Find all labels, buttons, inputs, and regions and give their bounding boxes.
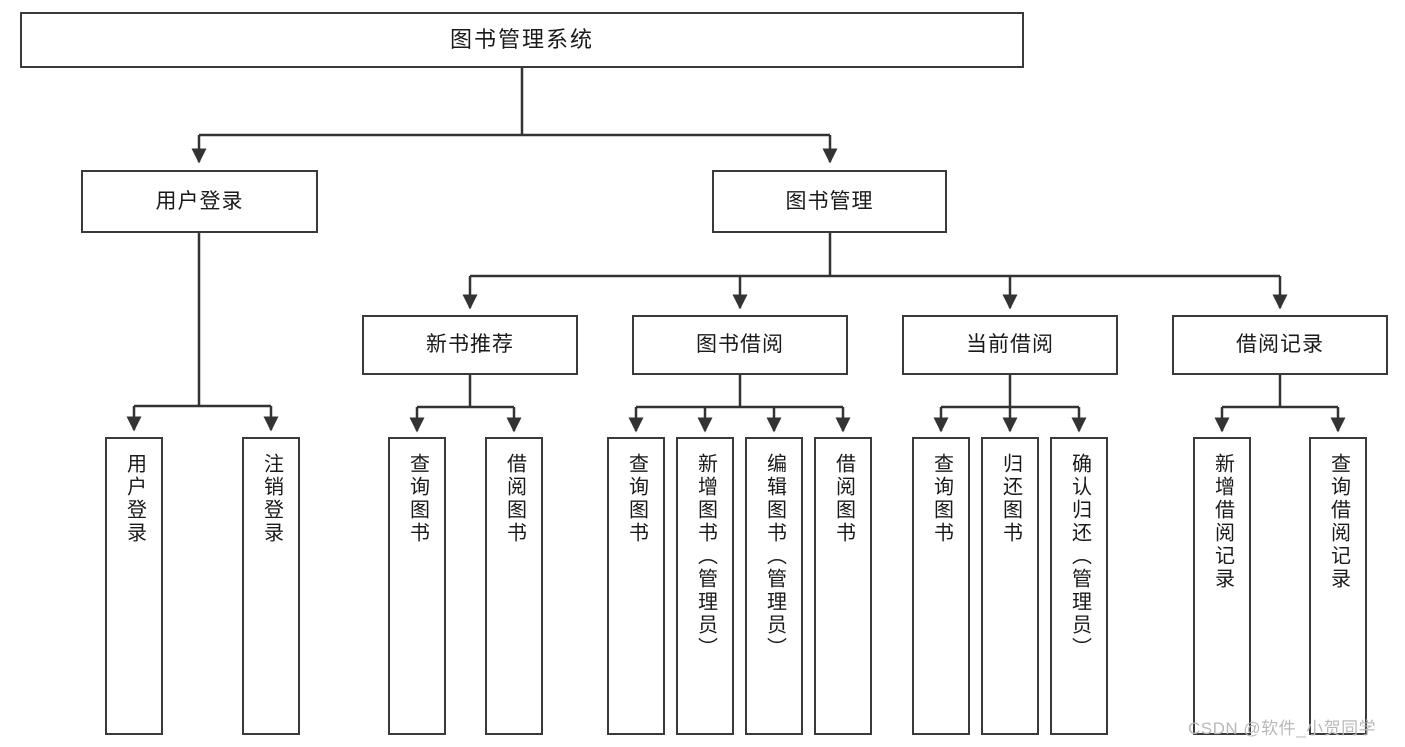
node-leaf-edit-book-admin[interactable]: 编辑图书（管理员）	[745, 437, 803, 735]
node-leaf-query-borrow-record[interactable]: 查询借阅记录	[1309, 437, 1367, 735]
node-leaf-add-borrow-record[interactable]: 新增借阅记录	[1193, 437, 1251, 735]
node-label: 图书借阅	[696, 333, 784, 357]
node-leaf-borrow-books-recommend[interactable]: 借阅图书	[485, 437, 543, 735]
node-label: 新增图书（管理员）	[694, 453, 717, 660]
node-label: 用户登录	[123, 453, 146, 545]
node-label: 归还图书	[999, 453, 1022, 545]
node-current-borrow[interactable]: 当前借阅	[902, 315, 1118, 375]
node-label: 查询图书	[406, 453, 429, 545]
watermark-text: CSDN @软件_小贺同学	[1188, 719, 1377, 738]
node-label: 当前借阅	[966, 333, 1054, 357]
node-book-management[interactable]: 图书管理	[712, 170, 947, 233]
node-user-login[interactable]: 用户登录	[81, 170, 318, 233]
node-label: 用户登录	[155, 189, 244, 213]
node-label: 新增借阅记录	[1211, 453, 1234, 591]
node-new-book-recommendation[interactable]: 新书推荐	[362, 315, 578, 375]
node-label: 借阅图书	[503, 453, 526, 545]
node-borrow-records[interactable]: 借阅记录	[1172, 315, 1388, 375]
node-label: 图书管理	[785, 189, 874, 213]
node-leaf-return-books[interactable]: 归还图书	[981, 437, 1039, 735]
node-label: 图书管理系统	[449, 26, 594, 52]
node-leaf-add-book-admin[interactable]: 新增图书（管理员）	[676, 437, 734, 735]
node-leaf-query-books-recommend[interactable]: 查询图书	[388, 437, 446, 735]
node-leaf-logout[interactable]: 注销登录	[242, 437, 300, 735]
node-label: 确认归还（管理员）	[1068, 453, 1091, 660]
node-leaf-query-books-current[interactable]: 查询图书	[912, 437, 970, 735]
node-leaf-borrow-books[interactable]: 借阅图书	[814, 437, 872, 735]
node-label: 查询图书	[625, 453, 648, 545]
node-leaf-confirm-return-admin[interactable]: 确认归还（管理员）	[1050, 437, 1108, 735]
node-label: 借阅图书	[832, 453, 855, 545]
node-label: 查询借阅记录	[1327, 453, 1350, 591]
node-label: 查询图书	[930, 453, 953, 545]
node-label: 注销登录	[260, 453, 283, 545]
node-label: 借阅记录	[1236, 333, 1324, 357]
node-leaf-query-books-borrow[interactable]: 查询图书	[607, 437, 665, 735]
node-root-library-system[interactable]: 图书管理系统	[20, 12, 1024, 68]
node-label: 编辑图书（管理员）	[763, 453, 786, 660]
node-leaf-user-login[interactable]: 用户登录	[105, 437, 163, 735]
node-book-borrow[interactable]: 图书借阅	[632, 315, 848, 375]
node-label: 新书推荐	[426, 333, 514, 357]
